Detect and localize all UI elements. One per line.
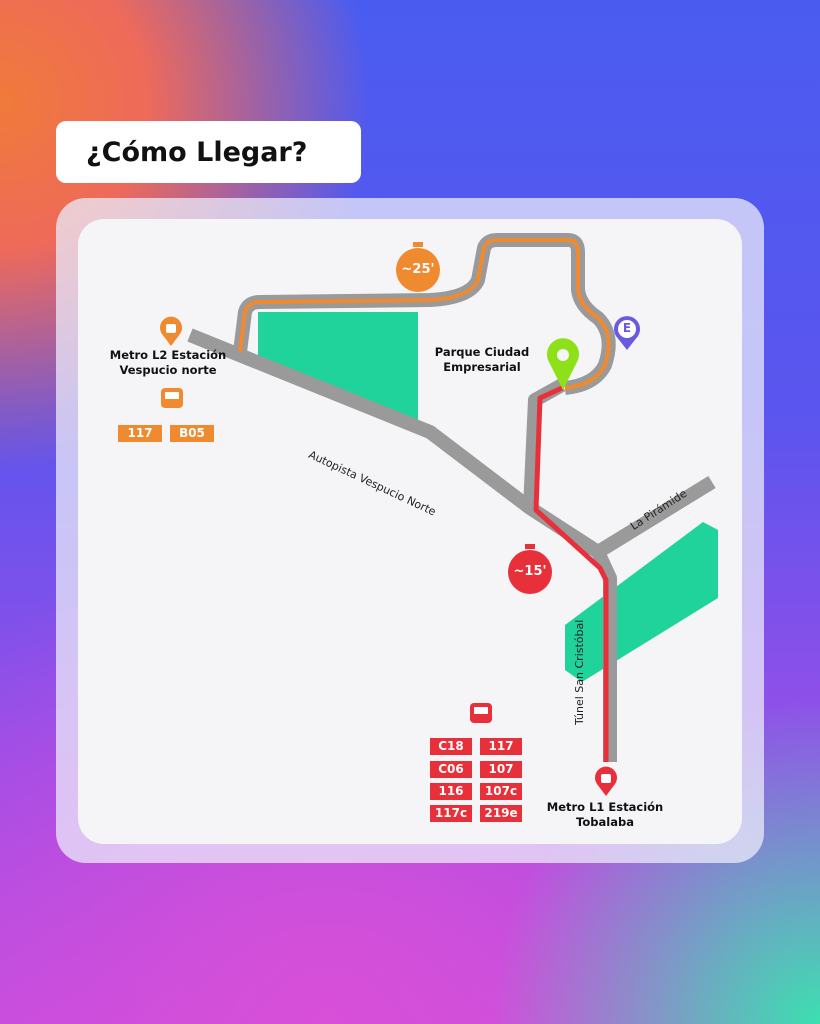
bus-icon-red (470, 703, 492, 723)
bus-route-tag: C18 (430, 738, 472, 755)
entrance-pin-icon (614, 316, 640, 350)
stopwatch-icon-orange (396, 242, 440, 292)
entrance-label: E (622, 321, 632, 335)
bus-icon-orange (161, 388, 183, 408)
label-parque: Parque Ciudad Empresarial (434, 345, 530, 374)
bus-route-tag: 219e (480, 805, 522, 822)
park-left (258, 312, 418, 420)
bus-route-tag: C06 (430, 761, 472, 778)
red-route (533, 385, 609, 762)
page-title: ¿Cómo Llegar? (56, 121, 361, 183)
bus-route-tag: 117 (118, 425, 162, 442)
label-metro-l1: Metro L1 Estación Tobalaba (546, 800, 664, 829)
bus-route-tag: B05 (170, 425, 214, 442)
metro-pin-icon-red (595, 766, 618, 796)
bus-route-tag: 116 (430, 783, 472, 800)
orange-route (238, 238, 611, 390)
stopwatch-icon-red (508, 544, 552, 594)
road-autopista (187, 328, 617, 762)
destination-pin-icon (547, 338, 579, 390)
bus-route-tag: 107 (480, 761, 522, 778)
label-metro-l2: Metro L2 Estación Vespucio norte (109, 348, 227, 377)
road-piramide (594, 476, 716, 558)
road-label-tunel: Túnel San Cristóbal (573, 619, 586, 725)
bus-route-tag: 107c (480, 783, 522, 800)
time-orange: ~25' (401, 262, 435, 277)
bus-route-tag: 117c (430, 805, 472, 822)
time-red: ~15' (513, 564, 547, 579)
metro-pin-icon-orange (160, 316, 182, 346)
bus-route-tag: 117 (480, 738, 522, 755)
